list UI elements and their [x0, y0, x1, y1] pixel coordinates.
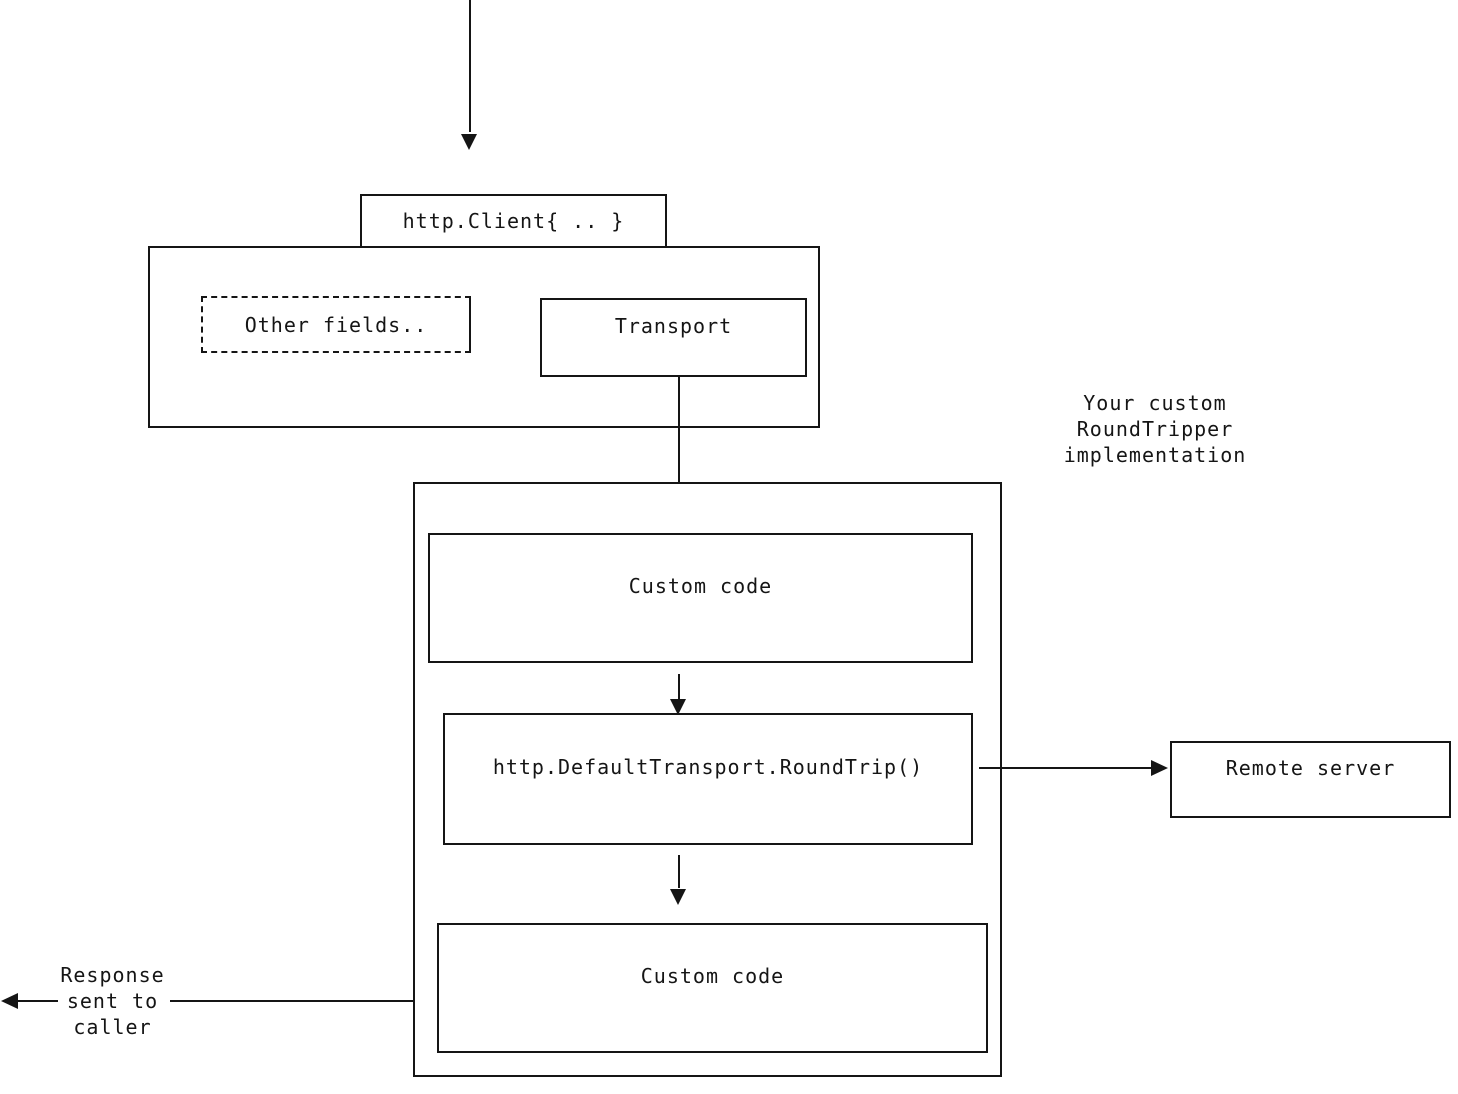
roundtrip-box: http.DefaultTransport.RoundTrip() — [443, 713, 973, 845]
transport-label: Transport — [614, 313, 733, 338]
down-arrowhead-icon — [670, 699, 686, 715]
response-line-right-segment — [170, 1000, 413, 1002]
custom-code-top-box: Custom code — [428, 533, 973, 663]
roundtripper-caption: Your custom RoundTripper implementation — [1063, 391, 1247, 467]
left-arrowhead-icon — [1, 993, 18, 1009]
down-arrowhead-icon — [461, 134, 477, 150]
roundtrip-label: http.DefaultTransport.RoundTrip() — [492, 755, 924, 779]
customcode-to-roundtrip-line — [678, 674, 680, 701]
remote-server-label: Remote server — [1225, 755, 1396, 780]
custom-code-bottom-box: Custom code — [437, 923, 988, 1053]
http-client-label-box: http.Client{ .. } — [360, 194, 667, 248]
http-client-label: http.Client{ .. } — [402, 209, 625, 233]
custom-code-top-label: Custom code — [628, 574, 773, 598]
roundtrip-to-customcode-line — [678, 855, 680, 888]
custom-code-bottom-label: Custom code — [640, 964, 785, 988]
transport-to-roundtripper-line — [678, 377, 680, 490]
response-line-left-segment — [16, 1000, 58, 1002]
response-caption: Response sent to caller — [60, 963, 165, 1039]
transport-box: Transport — [540, 298, 807, 377]
right-arrowhead-icon — [1151, 760, 1168, 776]
other-fields-box: Other fields.. — [201, 296, 471, 353]
roundtrip-to-remote-line — [979, 767, 1152, 769]
remote-server-box: Remote server — [1170, 741, 1451, 818]
down-arrowhead-icon — [670, 889, 686, 905]
request-flow-line — [469, 0, 471, 132]
other-fields-label: Other fields.. — [244, 312, 428, 337]
